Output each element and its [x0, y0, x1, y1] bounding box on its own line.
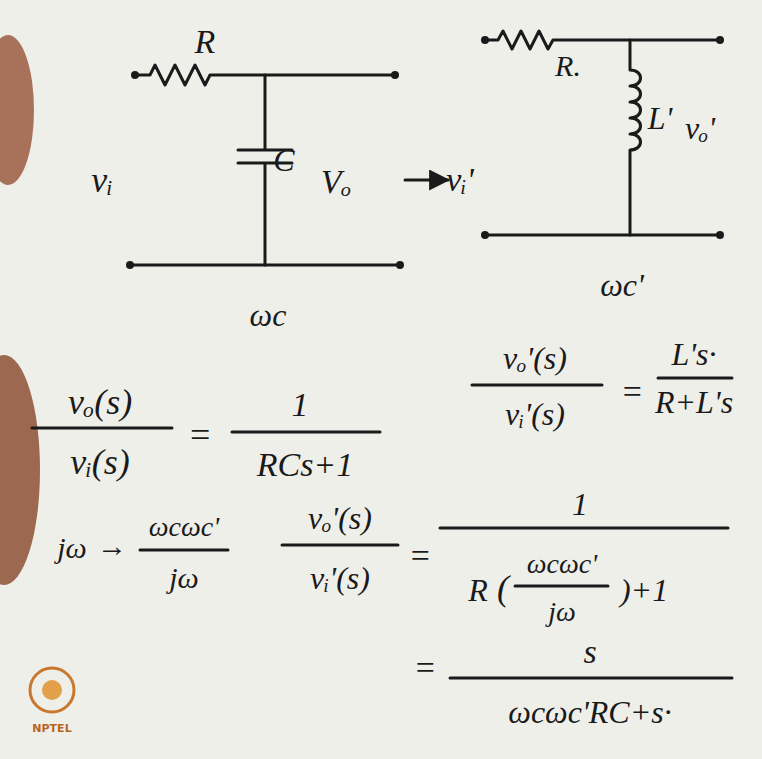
component-name: R [195, 25, 216, 59]
hand [0, 355, 40, 585]
signal-name: vᵢ' [446, 163, 474, 197]
equation-term: ( [497, 570, 509, 606]
equation-term: vᵢ'(s) [310, 562, 370, 594]
equation-term: vₒ(s) [68, 384, 132, 420]
signal-name: vᵢ [91, 162, 113, 198]
equation-term: 1 [572, 488, 588, 520]
equation-term: vᵢ(s) [70, 444, 130, 480]
logo-text: NPTEL [32, 723, 71, 734]
component-name: L' [648, 102, 673, 134]
terminal-dot [131, 71, 139, 79]
equation-term: = [621, 375, 644, 409]
component-name: R. [555, 51, 581, 81]
equation-term: s [583, 635, 596, 669]
ground-wire [485, 234, 720, 237]
fraction-bar [232, 431, 380, 434]
equation-term: ωcωc'RC+s· [508, 696, 671, 728]
terminal-dot [716, 231, 724, 239]
equation-term: jω [548, 598, 576, 626]
frequency-label: ωc [250, 299, 287, 331]
equation-term: 1 [292, 388, 309, 422]
fraction-bar [282, 544, 398, 547]
terminal-dot [391, 71, 399, 79]
logo [30, 668, 74, 712]
fraction-bar [440, 527, 728, 530]
terminal-dot [481, 231, 489, 239]
terminal-dot [126, 261, 134, 269]
signal-name: vₒ' [685, 112, 715, 144]
ground-wire [130, 264, 400, 267]
equation-term: RCs+1 [257, 448, 354, 482]
fraction-bar [658, 377, 732, 380]
terminal-dot [396, 261, 404, 269]
equation-term: jω [169, 563, 199, 593]
resistor-wire [485, 31, 720, 49]
inductor-symbol [630, 40, 641, 235]
signal-name: Vₒ [321, 165, 351, 199]
equation-term: = [409, 539, 432, 573]
hand [0, 35, 34, 185]
equation-term: jω [57, 533, 87, 563]
equation-term: ωcωc' [527, 550, 597, 578]
fraction-bar [32, 427, 172, 430]
equation-term: vᵢ'(s) [505, 398, 565, 430]
terminal-dot [716, 36, 724, 44]
equation-term: L's· [671, 338, 716, 370]
terminal-dot [481, 36, 489, 44]
equation-term: vₒ'(s) [503, 342, 567, 374]
equation-term: = [188, 417, 212, 453]
equation-term: )+1 [620, 574, 668, 606]
component-name: C [273, 144, 294, 176]
logo [42, 680, 62, 700]
equation-term: vₒ'(s) [308, 502, 372, 534]
equation-term: R+L's [655, 386, 733, 418]
transform-arrow [405, 179, 448, 182]
fraction-bar [472, 384, 602, 387]
equation-term: R [468, 574, 488, 606]
equation-term: → [97, 531, 127, 561]
equation-term: ωcωc' [149, 513, 219, 541]
frequency-label: ωc' [600, 269, 644, 301]
fraction-bar [140, 549, 228, 552]
fraction-bar [515, 585, 608, 588]
fraction-bar [450, 677, 732, 680]
equation-term: = [414, 651, 437, 685]
